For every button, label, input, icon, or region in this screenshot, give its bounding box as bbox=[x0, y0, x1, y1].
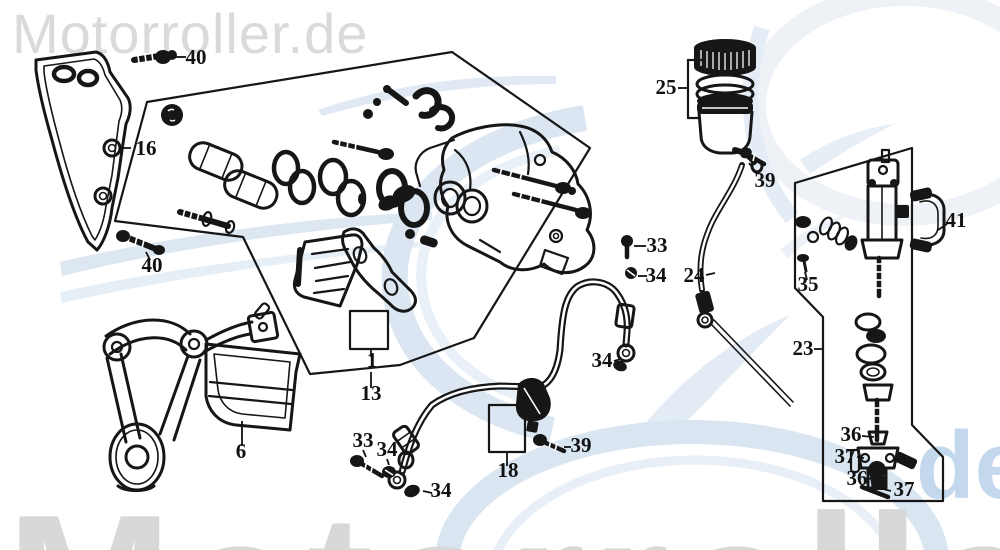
part-label-33-10: 33 bbox=[353, 428, 374, 452]
swoosh-circle-bottom-inner bbox=[493, 455, 897, 550]
hose-banjo-lower bbox=[350, 455, 396, 479]
swoosh-crescent-inner bbox=[416, 145, 561, 407]
part-label-37-21: 37 bbox=[835, 444, 856, 468]
brake-hose bbox=[387, 278, 636, 498]
clamp-bolt-39 bbox=[533, 434, 567, 454]
bracket-bolt-top bbox=[131, 50, 177, 64]
watermark-bottom-de: de bbox=[916, 412, 1000, 519]
part-leader-24-8 bbox=[705, 272, 716, 276]
clevis-nut-lower bbox=[870, 476, 886, 490]
part-leader-36-20 bbox=[861, 435, 875, 438]
part-label-13-4: 13 bbox=[361, 381, 382, 405]
swoosh-band-top bbox=[318, 75, 556, 116]
part-label-40-2: 40 bbox=[142, 253, 163, 277]
part-leader-34-11 bbox=[386, 458, 390, 466]
torque-arm-assembly bbox=[102, 302, 302, 492]
part-label-34-9: 34 bbox=[592, 348, 614, 372]
part-label-1-3: 1 bbox=[367, 348, 378, 372]
part-label-6-5: 6 bbox=[236, 439, 247, 463]
swoosh-circle-bottom bbox=[435, 420, 949, 550]
swoosh-feather bbox=[640, 315, 790, 445]
part-leader-34-12 bbox=[422, 490, 433, 494]
reservoir-clamp-41 bbox=[909, 187, 946, 253]
caliper-mount-bolts bbox=[331, 138, 591, 219]
pad-set-callout-box bbox=[348, 309, 390, 351]
part-label-36-22: 36 bbox=[847, 466, 868, 490]
pushrod-nut-upper bbox=[867, 430, 889, 446]
part-leader-37-23 bbox=[878, 487, 892, 492]
part-label-40-0: 40 bbox=[186, 45, 207, 69]
hose-banjo-upper bbox=[621, 235, 637, 279]
master-cylinder bbox=[795, 148, 918, 500]
part-label-41-17: 41 bbox=[946, 208, 967, 232]
watermark-bottom: Motorroller bbox=[6, 486, 1000, 550]
part-label-25-15: 25 bbox=[656, 75, 677, 99]
swoosh-band-midleft-2 bbox=[60, 242, 420, 303]
part-label-39-16: 39 bbox=[755, 168, 776, 192]
part-label-33-6: 33 bbox=[647, 233, 668, 257]
part-leader-33-10 bbox=[362, 449, 367, 458]
part-label-36-20: 36 bbox=[841, 422, 862, 446]
caliper-bracket-plate bbox=[34, 50, 132, 252]
part-leader-37-21 bbox=[856, 456, 865, 459]
part-leader-41-17 bbox=[937, 223, 948, 231]
bleed-screw-parts bbox=[363, 85, 456, 132]
watermark-top: Motorroller.de bbox=[12, 2, 369, 65]
cotter-pin bbox=[859, 484, 891, 500]
part-label-35-18: 35 bbox=[798, 272, 819, 296]
part-label-16-1: 16 bbox=[136, 136, 157, 160]
part-label-34-11: 34 bbox=[377, 437, 399, 461]
clevis-pin bbox=[849, 448, 861, 474]
part-label-24-8: 24 bbox=[684, 263, 706, 287]
threaded-slide-pin bbox=[177, 208, 236, 234]
part-leader-36-22 bbox=[867, 476, 878, 480]
part-leader-35-18 bbox=[804, 271, 808, 281]
plug-bolt-head bbox=[161, 104, 183, 126]
part-label-34-12: 34 bbox=[431, 478, 453, 502]
swoosh-band-midleft bbox=[60, 212, 432, 276]
part-leader-34-9 bbox=[613, 358, 622, 362]
part-label-18-13: 18 bbox=[498, 458, 519, 482]
part-label-23-19: 23 bbox=[793, 336, 814, 360]
bracket-bolt-bottom bbox=[116, 230, 165, 255]
caliper-body bbox=[378, 123, 596, 276]
part-label-39-14: 39 bbox=[571, 433, 592, 457]
part-label-34-7: 34 bbox=[646, 263, 668, 287]
reservoir-bolt-39 bbox=[740, 147, 767, 167]
reservoir-hose bbox=[695, 162, 794, 407]
part-leader-40-2 bbox=[145, 251, 151, 261]
swoosh-streak-1 bbox=[800, 124, 895, 174]
part-leader-39-16 bbox=[748, 162, 758, 175]
piston-spring bbox=[818, 216, 858, 251]
front-caliper-group-outline bbox=[113, 50, 592, 376]
slide-pin-boots bbox=[188, 141, 279, 210]
screw-35 bbox=[797, 254, 809, 273]
swoosh-streak-2 bbox=[780, 214, 850, 258]
reservoir bbox=[686, 39, 764, 174]
brake-pads bbox=[292, 227, 417, 313]
part-label-37-23: 37 bbox=[894, 477, 915, 501]
